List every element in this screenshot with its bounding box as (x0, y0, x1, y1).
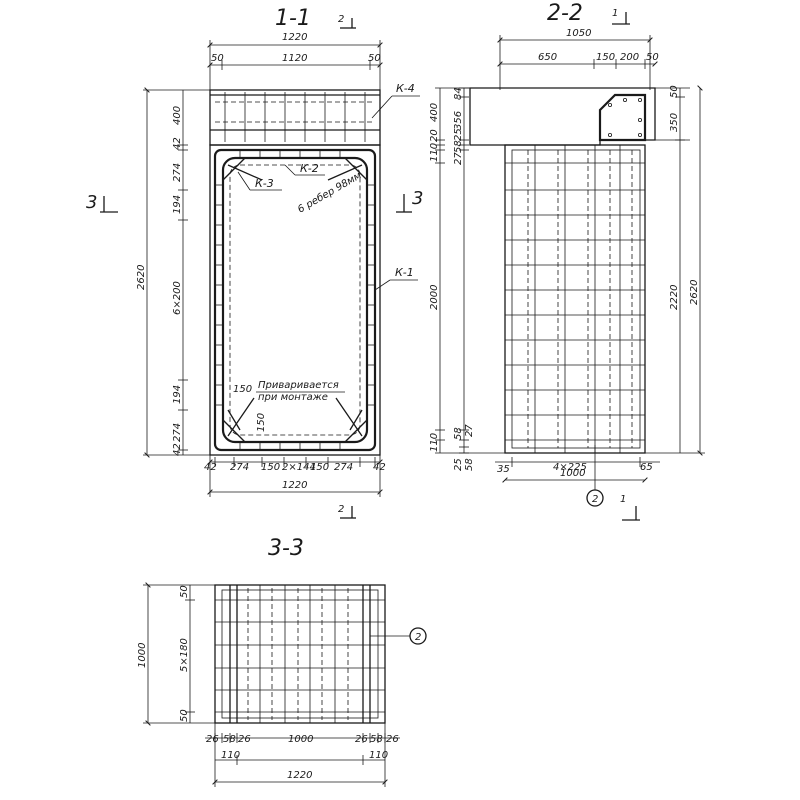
cut-mark-2-2-bottom: 1 (620, 494, 640, 521)
callout-marker-2-3-3 (409, 627, 427, 645)
dim-1-1-left-3: 194 (172, 195, 183, 214)
dim-3-3-bot-5: 58 (370, 734, 383, 745)
dim-3-3-bot-4: 26 (355, 734, 368, 745)
dim-3-3-bot-2: 26 (238, 734, 251, 745)
dim-2-2-left-7: 84 (453, 87, 464, 100)
dim-2-2-right-overall: 2620 (689, 280, 700, 305)
label-k2: К-2 (300, 162, 319, 175)
cut-mark-2-2-top-label: 1 (612, 8, 618, 19)
dim-1-1-bot-6: 42 (373, 462, 386, 473)
view-section-2-2: 2-2 1 1050 650 150 200 50 (429, 1, 705, 521)
view-3-3-title: 3-3 (268, 536, 304, 561)
cut-mark-bottom: 2 (338, 504, 356, 519)
cut-mark-bottom-label: 2 (338, 504, 344, 515)
dim-2-2-top-c: 200 (620, 52, 639, 63)
dim-1-1-left-5: 194 (172, 385, 183, 404)
view-section-3-3: 3-3 1000 50 5×180 50 (137, 536, 427, 787)
dim-1-1-bot-5: 274 (334, 462, 353, 473)
dim-2-2-left-5: 25 (453, 128, 464, 141)
dim-2-2-right-350: 350 (669, 113, 680, 132)
dim-1-1-bot-2: 150 (261, 462, 280, 473)
callout-marker-2-3-3-label: 2 (415, 632, 421, 643)
callout-marker-2-label: 2 (592, 494, 598, 505)
dim-1-1-left-7: 42 (172, 443, 183, 456)
section-mark-3-left-label: 3 (86, 192, 97, 213)
dim-1-1-top-overall: 1220 (282, 32, 307, 43)
dim-1-1-left-0: 400 (172, 106, 183, 125)
label-weld-note-1: Приваривается (258, 380, 339, 391)
dim-2-2-bot-mid: 4×225 (553, 462, 587, 473)
view-2-2-title: 2-2 (547, 1, 583, 26)
dim-2-2-right-2220: 2220 (669, 285, 680, 310)
dim-2-2-bot-left: 35 (497, 464, 510, 475)
dim-1-1-bot-3: 2×144 (282, 462, 316, 473)
dim-3-3-bot-1: 58 (223, 734, 236, 745)
dim-1-1-bot-overall: 1220 (282, 480, 307, 491)
dim-2-2-left-10: 58 (453, 427, 464, 440)
dim-2-2-left-8: 2000 (429, 285, 440, 310)
dim-1-1-left-1: 42 (172, 137, 183, 150)
cut-mark-2-2-bottom-label: 1 (620, 494, 626, 505)
dim-2-2-top-a: 650 (538, 52, 557, 63)
dim-1-1-top-left: 50 (211, 53, 224, 64)
dim-1-1-left-4: 6×200 (172, 281, 183, 315)
label-k4: К-4 (396, 82, 415, 95)
cut-mark-2-2-top: 1 (612, 8, 630, 25)
view-section-1-1: 1-1 2 1220 50 1120 50 (86, 6, 423, 519)
dim-3-3-bot2-right: 110 (369, 750, 388, 761)
dim-2-2-left-6: 356 (453, 111, 464, 130)
label-k3: К-3 (255, 177, 274, 190)
dim-2-2-top-b: 150 (596, 52, 615, 63)
dim-1-1-left-2: 274 (172, 163, 183, 182)
cut-mark-top-label: 2 (338, 14, 344, 25)
dim-3-3-bot-6: 26 (386, 734, 399, 745)
label-k1: К-1 (395, 266, 414, 279)
dim-1-1-bot-4: 150 (310, 462, 329, 473)
dim-2-2-bot-overall: 1000 (560, 468, 585, 479)
dim-2-2-top-d: 50 (646, 52, 659, 63)
label-weld-note-2: при монтаже (258, 392, 328, 403)
section-mark-3-right: 3 (396, 188, 423, 213)
dim-2-2-left-2: 20 (429, 129, 440, 142)
dim-3-3-bot2-left: 110 (221, 750, 240, 761)
dim-1-1-bot-1: 274 (230, 462, 249, 473)
dim-150-a: 150 (233, 384, 252, 395)
dim-2-2-bot-right: 65 (640, 462, 653, 473)
dim-2-2-left-13: 58 (464, 458, 475, 471)
dim-150-b: 150 (256, 413, 267, 432)
dim-2-2-left-1: 110 (429, 143, 440, 162)
dim-2-2-left-3: 27 (453, 152, 464, 165)
dim-2-2-right-top: 50 (669, 85, 680, 98)
dim-3-3-bot-0: 26 (206, 734, 219, 745)
dim-1-1-left-overall: 2620 (136, 265, 147, 290)
dim-2-2-top-overall: 1050 (566, 28, 591, 39)
cut-mark-top: 2 (338, 14, 356, 29)
dim-3-3-bot-3: 1000 (288, 734, 313, 745)
dim-2-2-left-4: 58 (453, 140, 464, 153)
dim-1-1-top-right: 50 (368, 53, 381, 64)
section-mark-3-left: 3 (86, 192, 118, 213)
dim-3-3-left-bottom: 50 (179, 709, 190, 722)
dim-1-1-top-mid: 1120 (282, 53, 307, 64)
view-1-1-title: 1-1 (275, 6, 311, 31)
callout-marker-2 (586, 489, 604, 507)
label-note-ribs: 6 ребер 98мм (296, 169, 364, 215)
dim-3-3-left-top: 50 (179, 585, 190, 598)
dim-3-3-bot-overall: 1220 (287, 770, 312, 781)
dim-3-3-left-mid: 5×180 (179, 638, 190, 672)
dim-2-2-left-0: 400 (429, 103, 440, 122)
dim-1-1-left-6: 274 (172, 423, 183, 442)
dim-2-2-left-12: 25 (453, 458, 464, 471)
section-mark-3-right-label: 3 (412, 188, 423, 209)
dim-2-2-left-11: 27 (464, 424, 475, 437)
dim-3-3-left-overall: 1000 (137, 643, 148, 668)
dim-2-2-left-9: 110 (429, 433, 440, 452)
